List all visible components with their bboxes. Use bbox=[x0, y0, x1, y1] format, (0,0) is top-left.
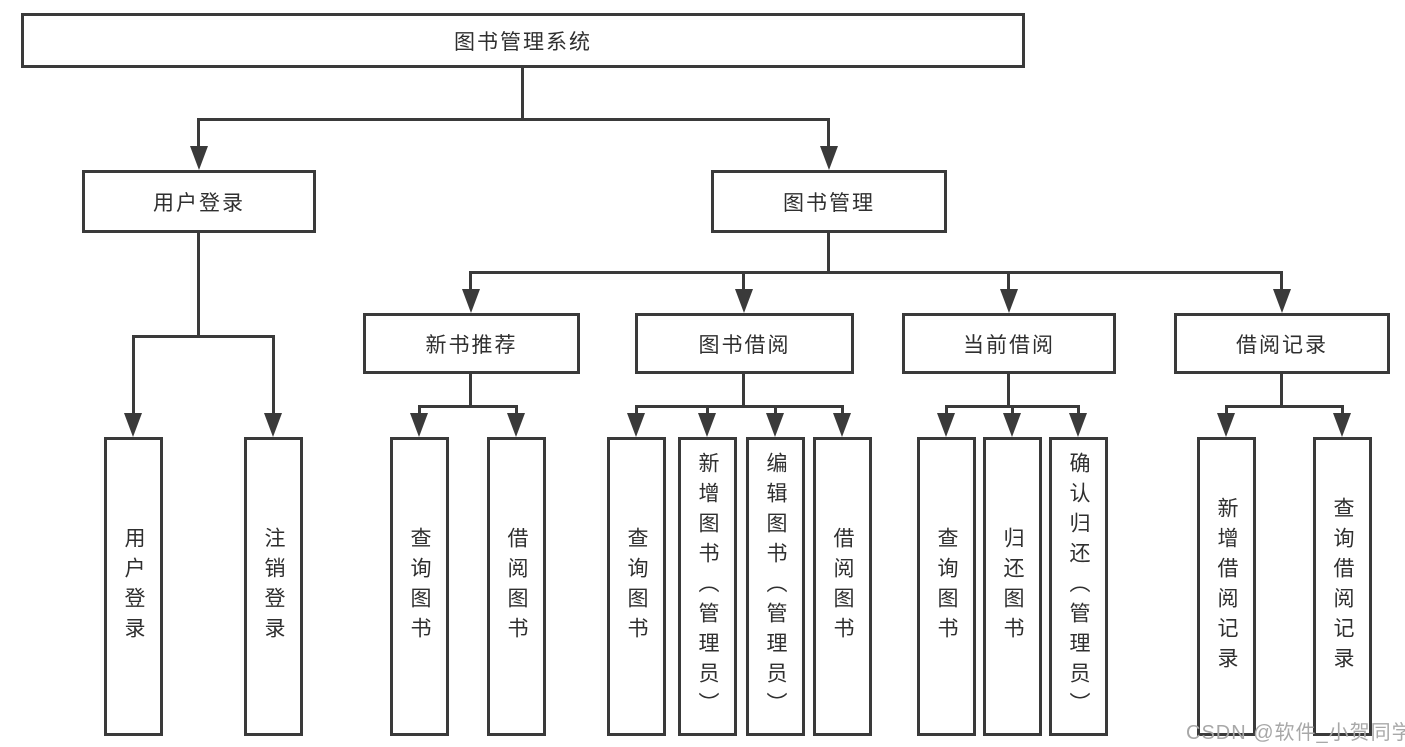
connector-line bbox=[1280, 374, 1283, 405]
connector-line bbox=[706, 405, 709, 416]
node-label: 当前借阅 bbox=[963, 333, 1055, 357]
connector-line bbox=[742, 374, 745, 405]
node-label: 新书推荐 bbox=[425, 333, 518, 357]
arrow-down-icon bbox=[1000, 289, 1018, 313]
node-label: 查询借阅记录 bbox=[1331, 496, 1354, 677]
node-label: 借阅图书 bbox=[831, 526, 854, 647]
arrow-down-icon bbox=[124, 413, 142, 437]
connector-line bbox=[418, 405, 421, 416]
node-label: 确认归还（管理员） bbox=[1067, 451, 1090, 722]
node-label: 图书借阅 bbox=[698, 333, 791, 357]
node-book-borrowing: 图书借阅 bbox=[635, 313, 854, 374]
node-current-borrowing: 当前借阅 bbox=[902, 313, 1116, 374]
leaf-edit-book-admin: 编辑图书（管理员） bbox=[746, 437, 805, 736]
leaf-confirm-return-admin: 确认归还（管理员） bbox=[1049, 437, 1108, 736]
leaf-query-borrow-record: 查询借阅记录 bbox=[1313, 437, 1372, 736]
connector-line bbox=[742, 271, 745, 292]
node-label: 查询图书 bbox=[935, 526, 958, 647]
arrow-down-icon bbox=[507, 413, 525, 437]
connector-line bbox=[1007, 374, 1010, 405]
connector-line bbox=[1225, 405, 1344, 408]
node-label: 借阅图书 bbox=[505, 526, 528, 647]
node-label: 用户登录 bbox=[122, 526, 145, 647]
leaf-add-book-admin: 新增图书（管理员） bbox=[678, 437, 737, 736]
leaf-query-books-2: 查询图书 bbox=[607, 437, 666, 736]
connector-line bbox=[132, 335, 135, 413]
connector-line bbox=[774, 405, 777, 416]
connector-line bbox=[521, 68, 524, 118]
connector-line bbox=[1007, 271, 1010, 292]
arrow-down-icon bbox=[1217, 413, 1235, 437]
node-label: 图书管理系统 bbox=[454, 30, 592, 54]
connector-line bbox=[1077, 405, 1080, 416]
arrow-down-icon bbox=[937, 413, 955, 437]
arrow-down-icon bbox=[190, 146, 208, 170]
leaf-query-books-1: 查询图书 bbox=[390, 437, 449, 736]
connector-line bbox=[1280, 271, 1283, 292]
csdn-watermark: CSDN @软件_小贺同学 bbox=[1186, 722, 1405, 744]
leaf-borrow-books-1: 借阅图书 bbox=[487, 437, 546, 736]
connector-line bbox=[1341, 405, 1344, 416]
arrow-down-icon bbox=[1069, 413, 1087, 437]
node-label: 注销登录 bbox=[262, 526, 285, 647]
connector-line bbox=[827, 233, 830, 271]
node-label: 新增借阅记录 bbox=[1215, 496, 1238, 677]
node-label: 归还图书 bbox=[1001, 526, 1024, 647]
node-library-management-system: 图书管理系统 bbox=[21, 13, 1025, 68]
connector-line bbox=[1225, 405, 1228, 416]
connector-line bbox=[197, 118, 830, 121]
leaf-logout: 注销登录 bbox=[244, 437, 303, 736]
node-label: 查询图书 bbox=[408, 526, 431, 647]
leaf-query-books-3: 查询图书 bbox=[917, 437, 976, 736]
arrow-down-icon bbox=[410, 413, 428, 437]
node-user-login: 用户登录 bbox=[82, 170, 316, 233]
leaf-user-login: 用户登录 bbox=[104, 437, 163, 736]
connector-line bbox=[1011, 405, 1014, 416]
node-new-book-recommendation: 新书推荐 bbox=[363, 313, 580, 374]
arrow-down-icon bbox=[1333, 413, 1351, 437]
node-book-management: 图书管理 bbox=[711, 170, 947, 233]
connector-line bbox=[945, 405, 948, 416]
leaf-borrow-books-2: 借阅图书 bbox=[813, 437, 872, 736]
arrow-down-icon bbox=[1003, 413, 1021, 437]
connector-line bbox=[841, 405, 844, 416]
node-label: 编辑图书（管理员） bbox=[764, 451, 787, 722]
node-label: 新增图书（管理员） bbox=[696, 451, 719, 722]
leaf-return-books: 归还图书 bbox=[983, 437, 1042, 736]
connector-line bbox=[469, 271, 1283, 274]
node-borrowing-records: 借阅记录 bbox=[1174, 313, 1390, 374]
arrow-down-icon bbox=[766, 413, 784, 437]
arrow-down-icon bbox=[264, 413, 282, 437]
connector-line bbox=[272, 335, 275, 413]
node-label: 图书管理 bbox=[783, 191, 875, 215]
connector-line bbox=[469, 374, 472, 405]
node-label: 借阅记录 bbox=[1236, 333, 1328, 357]
connector-line bbox=[635, 405, 844, 408]
arrow-down-icon bbox=[1273, 289, 1291, 313]
arrow-down-icon bbox=[627, 413, 645, 437]
arrow-down-icon bbox=[462, 289, 480, 313]
connector-line bbox=[515, 405, 518, 416]
leaf-add-borrow-record: 新增借阅记录 bbox=[1197, 437, 1256, 736]
arrow-down-icon bbox=[698, 413, 716, 437]
arrow-down-icon bbox=[735, 289, 753, 313]
connector-line bbox=[197, 233, 200, 335]
node-label: 查询图书 bbox=[625, 526, 648, 647]
connector-line bbox=[132, 335, 275, 338]
connector-line bbox=[197, 118, 200, 146]
arrow-down-icon bbox=[833, 413, 851, 437]
connector-line bbox=[827, 118, 830, 146]
connector-line bbox=[469, 271, 472, 292]
arrow-down-icon bbox=[820, 146, 838, 170]
node-label: 用户登录 bbox=[153, 191, 245, 215]
connector-line bbox=[635, 405, 638, 416]
connector-line bbox=[418, 405, 518, 408]
